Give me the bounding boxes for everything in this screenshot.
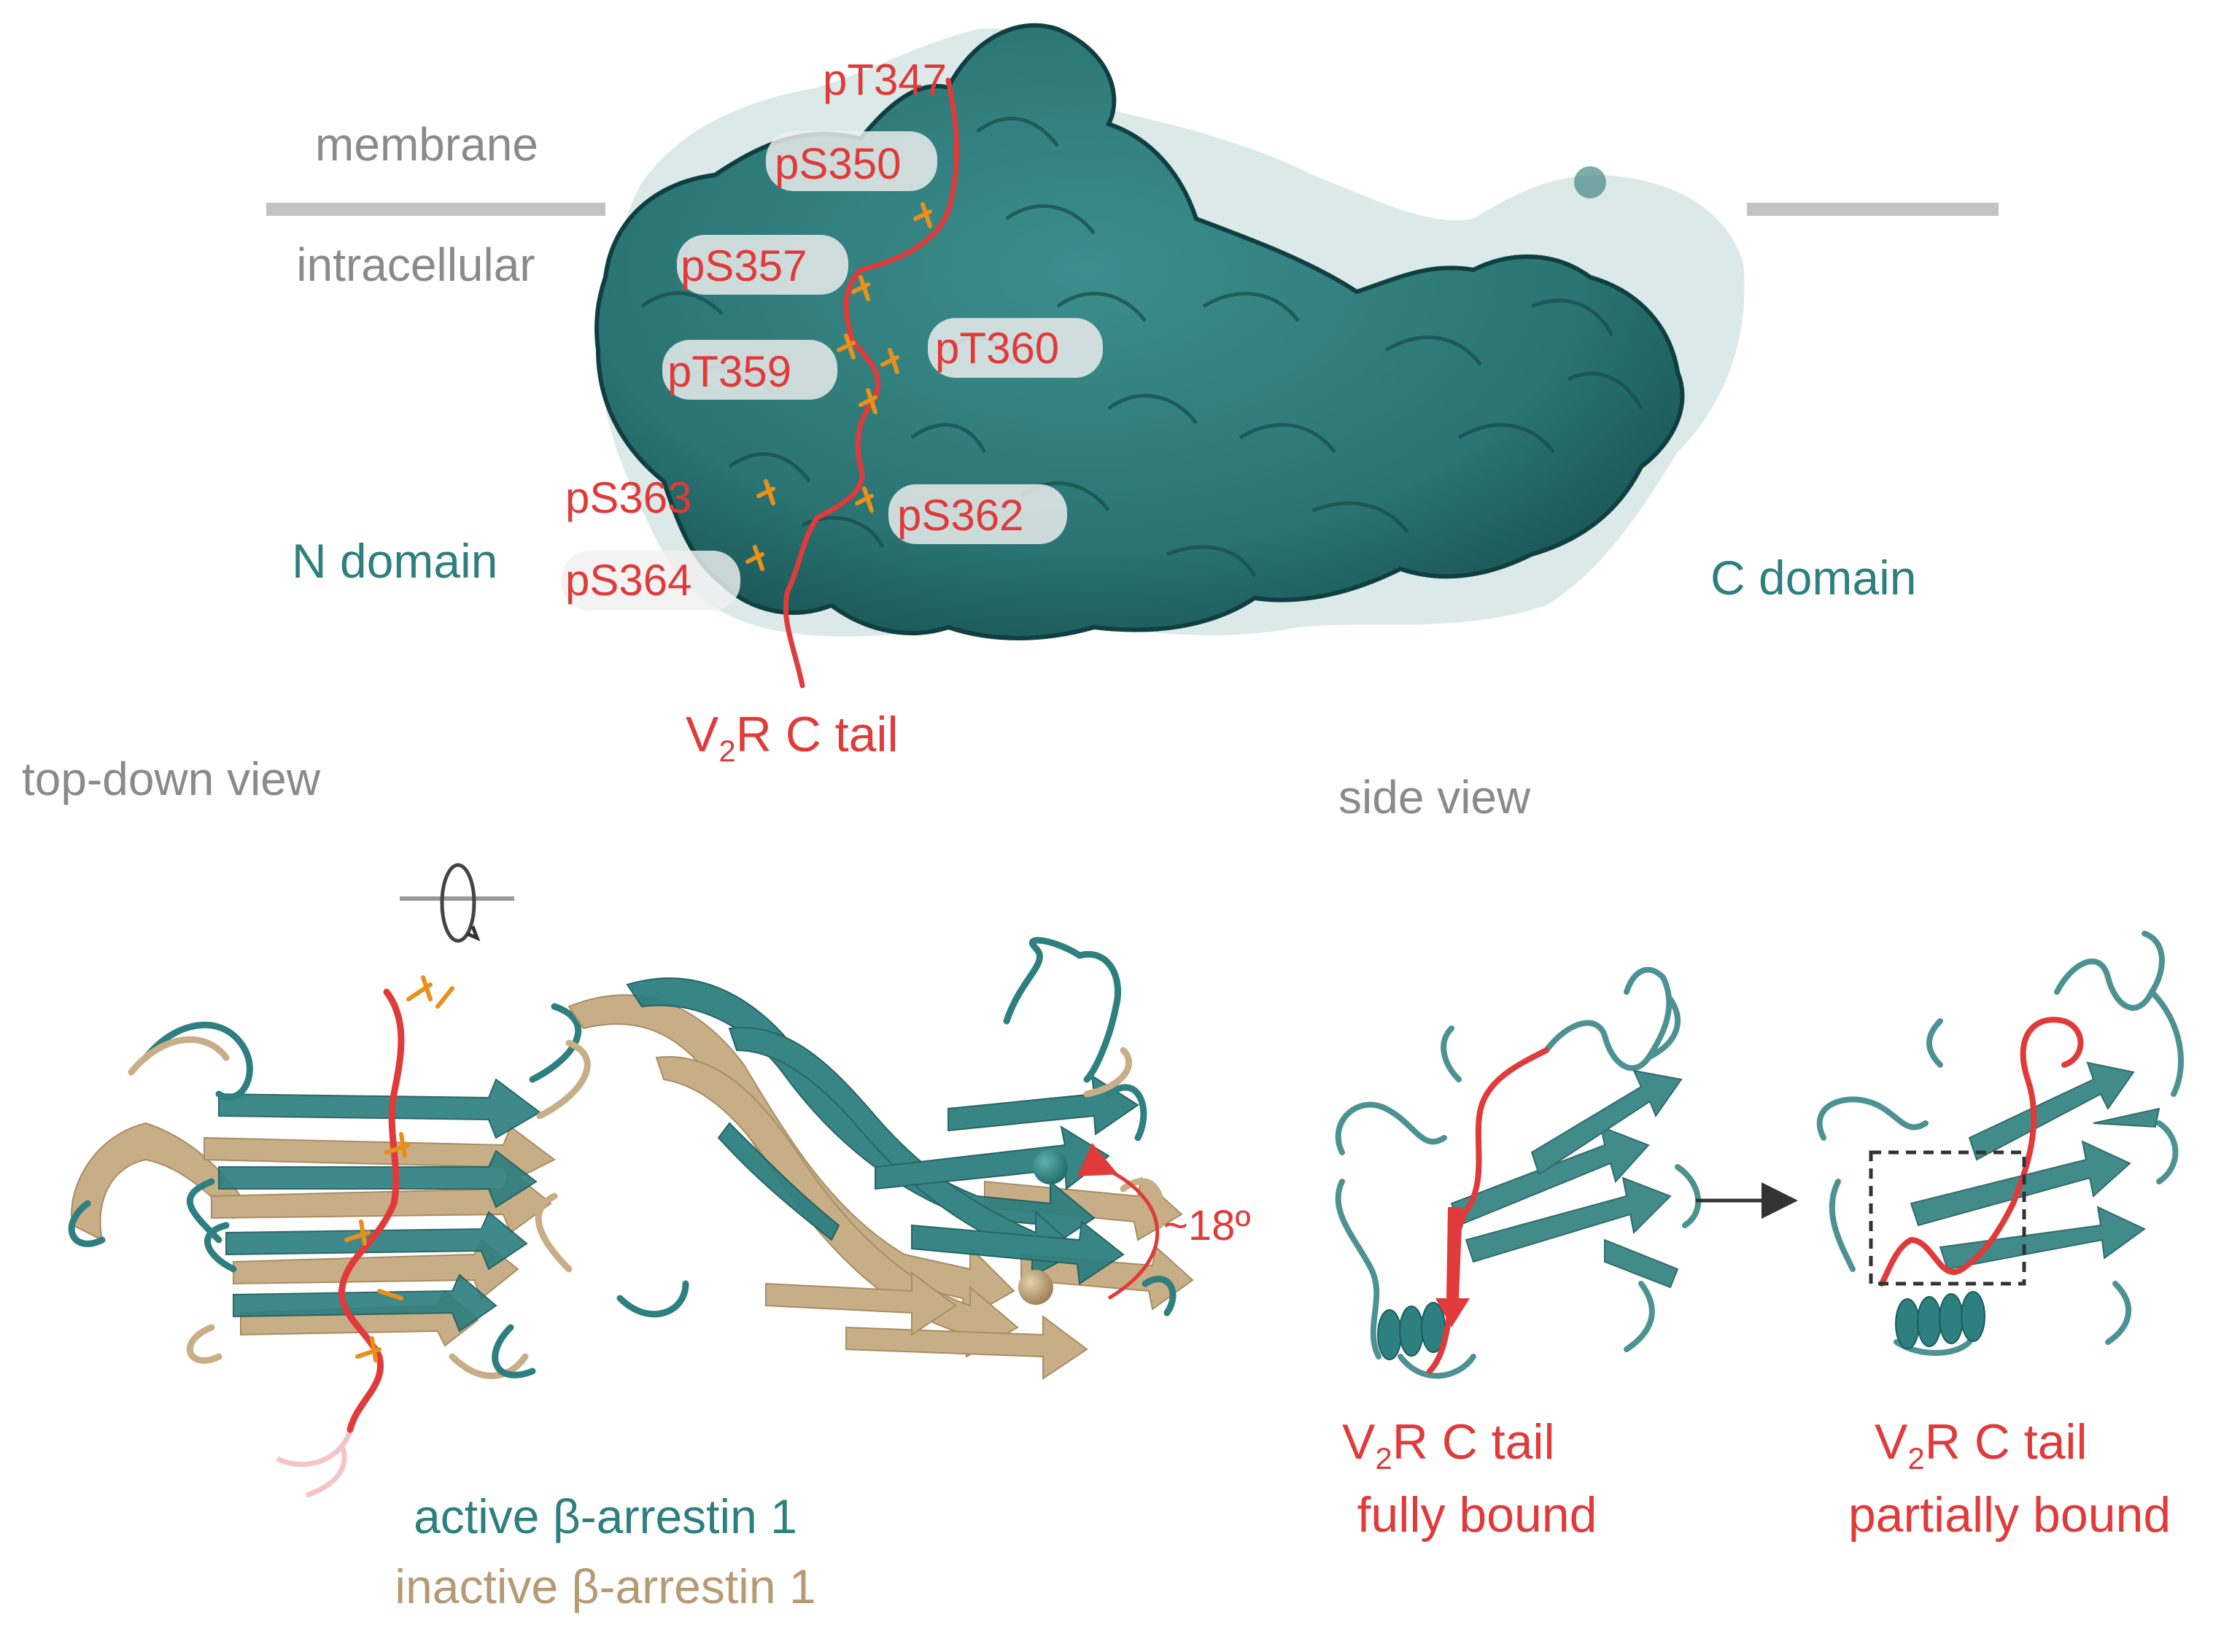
top-down-view-label: top-down view [22, 753, 321, 805]
pill-pS362 [888, 484, 1067, 544]
ribbon-v2r-tail-faded [276, 1428, 353, 1498]
fully-bound-label-line1: V2R C tail [1342, 1414, 1555, 1475]
rotation-angle-arrow [1077, 1142, 1160, 1300]
surface-panel: membrane intracellular pT347 pS350 pS357… [266, 23, 1999, 768]
phospho-labels: pT347 pS350 pS357 pT359 pT360 pS363 pS36… [562, 55, 1103, 610]
side-view-fully-bound: V2R C tail fully bound [1335, 966, 1701, 1543]
ribbon-superposition: ~18º active β-arrestin 1 inactive β-arre… [68, 936, 1251, 1613]
label-pT347: pT347 [823, 55, 947, 104]
label-pS362: pS362 [897, 491, 1024, 540]
inactive-terminal-sphere [1018, 1270, 1053, 1305]
pill-pT360 [928, 318, 1103, 378]
fully-bound-tail-strand [1435, 1207, 1470, 1327]
c-domain-loops [492, 936, 1177, 1378]
rotation-icon [400, 863, 514, 943]
c-domain-label: C domain [1710, 551, 1916, 605]
pill-pS357 [677, 235, 848, 295]
inactive-arrestin-label: inactive β-arrestin 1 [395, 1559, 815, 1613]
partially-bound-helix [1895, 1291, 1985, 1349]
surface-knob [1574, 166, 1606, 198]
partially-bound-tail [1879, 1017, 2084, 1287]
phosphate-sticks [745, 202, 932, 571]
partially-bound-highlight-box [1869, 1150, 2026, 1286]
label-pS364: pS364 [565, 556, 692, 605]
membrane-label: membrane [315, 118, 538, 171]
ribbon-phosphates [344, 975, 454, 1362]
c-domain-teal-strands [626, 977, 1139, 1285]
rotation-angle-label: ~18º [1163, 1202, 1251, 1249]
label-pS357: pS357 [681, 241, 807, 290]
pill-pS350 [766, 131, 937, 191]
v2r-tail-strand [783, 77, 960, 689]
partially-bound-label-line1: V2R C tail [1875, 1414, 2088, 1475]
n-domain-loops [68, 1003, 591, 1379]
label-pT360: pT360 [935, 324, 1059, 373]
pill-pS364 [562, 551, 740, 610]
n-domain-teal-strands [218, 1078, 541, 1333]
active-terminal-sphere [1033, 1149, 1068, 1184]
fully-bound-label-line2: fully bound [1357, 1487, 1597, 1543]
intracellular-label: intracellular [296, 239, 535, 291]
label-pT359: pT359 [667, 347, 791, 396]
fully-bound-helix [1377, 1302, 1446, 1360]
n-domain-label: N domain [292, 534, 497, 588]
pill-pT359 [662, 340, 837, 400]
label-pS350: pS350 [775, 139, 902, 188]
side-view-partially-bound: V2R C tail partially bound [1816, 931, 2184, 1543]
partially-bound-label-line2: partially bound [1848, 1487, 2171, 1543]
side-view-label: side view [1338, 771, 1531, 823]
label-pS363: pS363 [565, 473, 692, 522]
ribbon-v2r-tail [338, 988, 405, 1433]
active-arrestin-label: active β-arrestin 1 [414, 1489, 797, 1543]
v2r-tail-label: V2R C tail [686, 707, 899, 768]
